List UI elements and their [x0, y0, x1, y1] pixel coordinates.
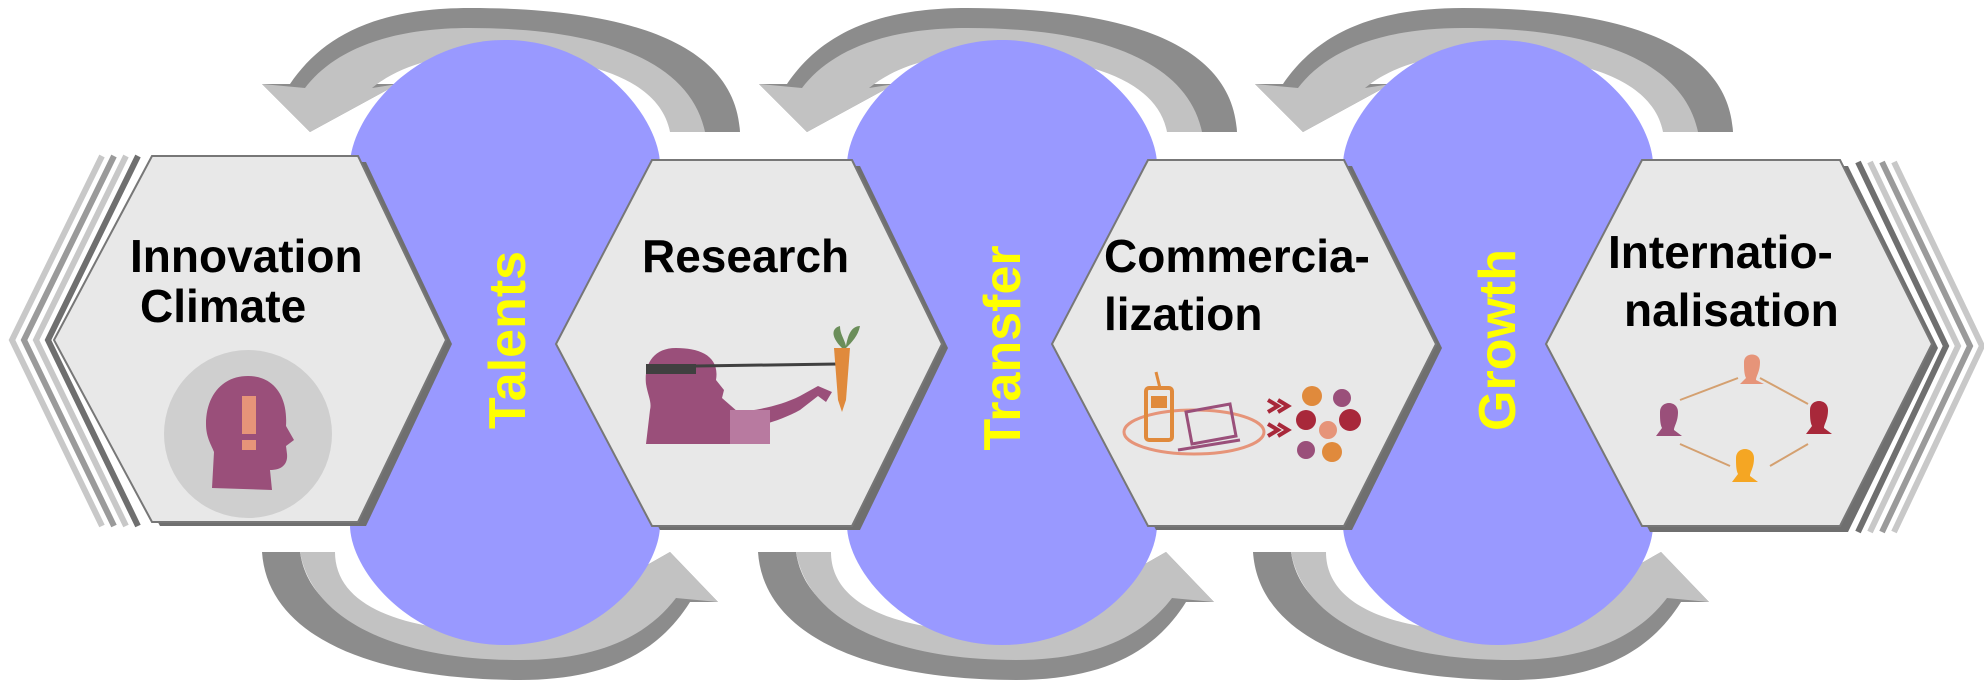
stage-title-line: nalisation: [1624, 284, 1839, 336]
head-exclamation-icon: [164, 350, 332, 518]
bottom-cycle-arrow-1: [262, 552, 718, 680]
stage-titles: Innovation Climate Research Commercia- l…: [130, 226, 1839, 340]
stage-title-line: Internatio-: [1608, 226, 1833, 278]
bottom-cycle-arrow-3: [1253, 552, 1709, 680]
connector-transfer: [847, 40, 1157, 645]
top-cycle-arrow-2: [759, 8, 1237, 132]
top-cycle-arrow-3: [1255, 8, 1733, 132]
connector-talents: [350, 40, 660, 645]
right-chevron-stripes: [1855, 160, 1984, 534]
connectors: [350, 40, 1653, 645]
top-cycle-arrow-1: [262, 8, 740, 132]
connector-label-transfer: Transfer: [974, 245, 1032, 450]
connector-growth: [1343, 40, 1653, 645]
hexagon-internationalisation: [1544, 159, 1938, 532]
stage-title-line: lization: [1104, 288, 1262, 340]
stage-title-line: Climate: [140, 280, 306, 332]
connector-labels: Talents Transfer Growth: [479, 245, 1527, 450]
cycle-arrows: [262, 8, 1733, 680]
stage-title-line: Commercia-: [1104, 230, 1370, 282]
head-reaching-carrot-icon: [645, 326, 860, 444]
hexagon-innovation-climate: [52, 155, 452, 526]
left-chevron-stripes: [8, 154, 141, 528]
bottom-cycle-arrow-2: [758, 552, 1214, 680]
devices-coins-icon: [1122, 371, 1361, 462]
stage-title-line: Research: [642, 230, 849, 282]
stage-title-line: Innovation: [130, 230, 363, 282]
network-heads-icon: [1656, 354, 1832, 482]
connector-label-talents: Talents: [479, 251, 537, 429]
connector-label-growth: Growth: [1469, 249, 1527, 431]
